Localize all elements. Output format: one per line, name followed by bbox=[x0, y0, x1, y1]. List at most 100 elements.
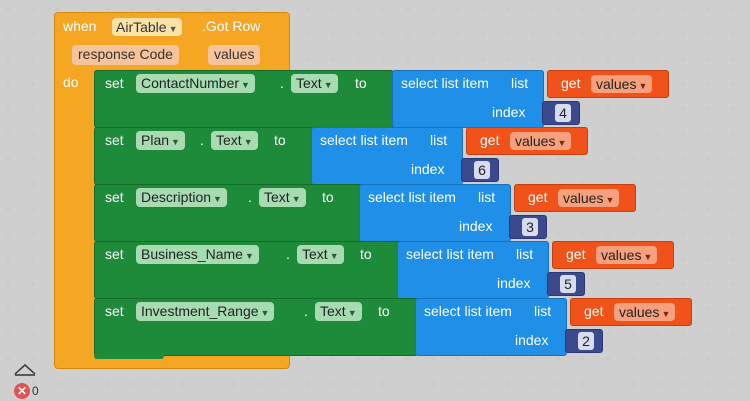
dropdown-arrow-icon[interactable]: ▼ bbox=[241, 80, 250, 90]
collapse-arrow-icon[interactable] bbox=[12, 362, 38, 376]
to-label: to bbox=[322, 189, 334, 205]
property-selector[interactable]: Text▼ bbox=[259, 188, 306, 207]
dot-label: . bbox=[248, 189, 252, 205]
select-list-item-label: select list item bbox=[406, 246, 494, 262]
select-list-item-label: select list item bbox=[401, 75, 489, 91]
index-label: index bbox=[492, 104, 526, 120]
to-label: to bbox=[274, 132, 286, 148]
list-label: list bbox=[516, 246, 534, 262]
get-label: get bbox=[480, 132, 500, 148]
list-label: list bbox=[534, 303, 552, 319]
dot-label: . bbox=[200, 132, 204, 148]
get-label: get bbox=[584, 303, 604, 319]
variable-selector[interactable]: values▼ bbox=[614, 303, 676, 321]
select-list-item-label: select list item bbox=[320, 132, 408, 148]
select-list-item-label: select list item bbox=[424, 303, 512, 319]
get-label: get bbox=[561, 75, 581, 91]
property-name: Text bbox=[296, 75, 322, 91]
index-value[interactable]: 4 bbox=[555, 104, 571, 122]
dropdown-arrow-icon[interactable]: ▼ bbox=[168, 24, 178, 34]
component-name: Plan bbox=[141, 132, 170, 148]
index-value[interactable]: 5 bbox=[560, 275, 576, 293]
index-value[interactable]: 2 bbox=[578, 332, 594, 350]
list-label: list bbox=[430, 132, 448, 148]
dropdown-arrow-icon[interactable]: ▼ bbox=[557, 138, 567, 148]
dot-label: . bbox=[304, 303, 308, 319]
dropdown-arrow-icon[interactable]: ▼ bbox=[605, 195, 615, 205]
component-name: ContactNumber bbox=[141, 75, 240, 91]
variable-name: values bbox=[563, 190, 604, 206]
dropdown-arrow-icon[interactable]: ▼ bbox=[244, 251, 254, 261]
to-label: to bbox=[378, 303, 390, 319]
component-selector[interactable]: Investment_Range▼ bbox=[136, 302, 275, 321]
dropdown-arrow-icon[interactable]: ▼ bbox=[638, 81, 648, 91]
to-label: to bbox=[360, 246, 372, 262]
variable-name: values bbox=[596, 76, 637, 92]
component-selector[interactable]: Business_Name▼ bbox=[136, 245, 259, 264]
property-selector[interactable]: Text▼ bbox=[291, 74, 338, 93]
select-list-item-block[interactable] bbox=[392, 70, 544, 128]
error-icon[interactable]: ✕ bbox=[14, 383, 30, 399]
component-dropdown[interactable]: AirTable▼ bbox=[112, 18, 182, 36]
get-label: get bbox=[566, 246, 586, 262]
property-selector[interactable]: Text▼ bbox=[315, 302, 362, 321]
dropdown-arrow-icon[interactable]: ▼ bbox=[243, 137, 253, 147]
component-name: Business_Name bbox=[141, 246, 243, 262]
component-selector[interactable]: Description▼ bbox=[136, 188, 227, 207]
select-list-item-block[interactable] bbox=[311, 127, 463, 185]
dropdown-arrow-icon[interactable]: ▼ bbox=[213, 194, 222, 204]
dropdown-arrow-icon[interactable]: ▼ bbox=[643, 252, 653, 262]
select-list-item-label: select list item bbox=[368, 189, 456, 205]
param-response-code[interactable]: response Code bbox=[72, 45, 179, 65]
dropdown-arrow-icon[interactable]: ▼ bbox=[291, 194, 301, 204]
variable-selector[interactable]: values▼ bbox=[558, 189, 620, 207]
component-name: Description bbox=[141, 189, 212, 205]
property-selector[interactable]: Text▼ bbox=[211, 131, 258, 150]
variable-selector[interactable]: values▼ bbox=[591, 75, 653, 93]
property-name: Text bbox=[216, 132, 242, 148]
dropdown-arrow-icon[interactable]: ▼ bbox=[260, 308, 270, 318]
param-values[interactable]: values bbox=[208, 45, 261, 65]
variable-selector[interactable]: values▼ bbox=[510, 132, 572, 150]
set-label: set bbox=[105, 303, 124, 319]
dropdown-arrow-icon[interactable]: ▼ bbox=[347, 308, 357, 318]
select-list-item-block[interactable] bbox=[397, 241, 549, 299]
set-label: set bbox=[105, 75, 124, 91]
index-label: index bbox=[515, 332, 549, 348]
index-value[interactable]: 3 bbox=[522, 218, 538, 236]
component-selector[interactable]: Plan▼ bbox=[136, 131, 185, 150]
variable-selector[interactable]: values▼ bbox=[596, 246, 658, 264]
set-label: set bbox=[105, 132, 124, 148]
component-name: AirTable bbox=[116, 19, 167, 35]
dropdown-arrow-icon[interactable]: ▼ bbox=[661, 309, 671, 319]
error-count: 0 bbox=[32, 384, 39, 398]
dot-label: . bbox=[280, 75, 284, 91]
index-label: index bbox=[459, 218, 493, 234]
list-label: list bbox=[478, 189, 496, 205]
dot-label: . bbox=[286, 246, 290, 262]
dropdown-arrow-icon[interactable]: ▼ bbox=[171, 137, 180, 147]
set-label: set bbox=[105, 189, 124, 205]
index-label: index bbox=[411, 161, 445, 177]
property-name: Text bbox=[264, 189, 290, 205]
set-block-notch bbox=[94, 355, 164, 359]
variable-name: values bbox=[601, 247, 642, 263]
to-label: to bbox=[355, 75, 367, 91]
component-selector[interactable]: ContactNumber▼ bbox=[136, 74, 255, 93]
component-name: Investment_Range bbox=[141, 303, 259, 319]
list-label: list bbox=[511, 75, 529, 91]
set-block[interactable] bbox=[94, 127, 314, 185]
property-name: Text bbox=[302, 246, 328, 262]
dropdown-arrow-icon[interactable]: ▼ bbox=[323, 80, 333, 90]
property-selector[interactable]: Text▼ bbox=[297, 245, 344, 264]
index-value[interactable]: 6 bbox=[474, 161, 490, 179]
variable-name: values bbox=[619, 304, 660, 320]
set-label: set bbox=[105, 246, 124, 262]
get-label: get bbox=[528, 189, 548, 205]
select-list-item-block[interactable] bbox=[359, 184, 511, 242]
when-label: when bbox=[63, 18, 97, 34]
property-name: Text bbox=[320, 303, 346, 319]
select-list-item-block[interactable] bbox=[415, 298, 567, 356]
index-label: index bbox=[497, 275, 531, 291]
dropdown-arrow-icon[interactable]: ▼ bbox=[329, 251, 339, 261]
